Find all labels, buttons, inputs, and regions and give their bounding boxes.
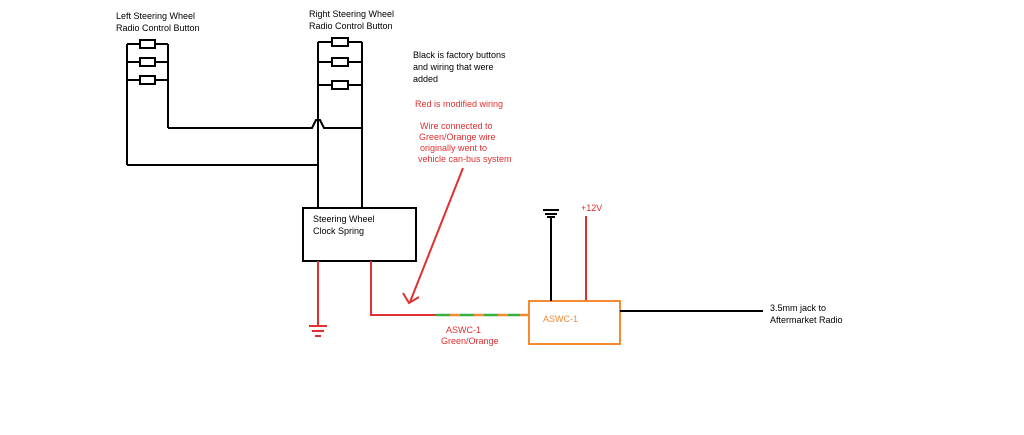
clock-spring-label-line2: Clock Spring: [313, 226, 365, 236]
aswc-wire-label-line2: Green/Orange: [441, 336, 499, 346]
ground-icon: [309, 325, 327, 337]
right-wheel-label-line1: Right Steering Wheel: [309, 9, 395, 19]
legend-black-line3: added: [413, 74, 439, 84]
left-wheel-label-line1: Left Steering Wheel: [116, 11, 196, 21]
right-wheel-buttons: [317, 37, 363, 208]
note-line3: originally went to: [420, 143, 488, 153]
plus12v-label: +12V: [581, 203, 603, 213]
note-line4: vehicle can-bus system: [418, 154, 512, 164]
right-wheel-label-line2: Radio Control Button: [309, 21, 393, 31]
legend-red: Red is modified wiring: [415, 99, 504, 109]
jack-label-line1: 3.5mm jack to: [770, 303, 827, 313]
clock-spring-label-line1: Steering Wheel: [313, 214, 375, 224]
aswc-ground-wire: [543, 209, 559, 301]
pointer-arrow-icon: [402, 167, 464, 305]
note-line1: Wire connected to: [420, 121, 493, 131]
legend-black-line1: Black is factory buttons: [413, 50, 506, 60]
aswc-wire-label-line1: ASWC-1: [446, 325, 482, 335]
note-line2: Green/Orange wire: [419, 132, 496, 142]
modified-wiring: [317, 216, 587, 325]
aswc-box-label: ASWC-1: [543, 314, 579, 324]
factory-wiring: [127, 119, 362, 166]
jack-label-line2: Aftermarket Radio: [770, 315, 843, 325]
left-wheel-buttons: [126, 39, 169, 165]
aswc-module-box: [528, 300, 621, 345]
left-wheel-label-line2: Radio Control Button: [116, 23, 200, 33]
legend-black-line2: and wiring that were: [413, 62, 494, 72]
clock-spring-box: [302, 207, 417, 262]
